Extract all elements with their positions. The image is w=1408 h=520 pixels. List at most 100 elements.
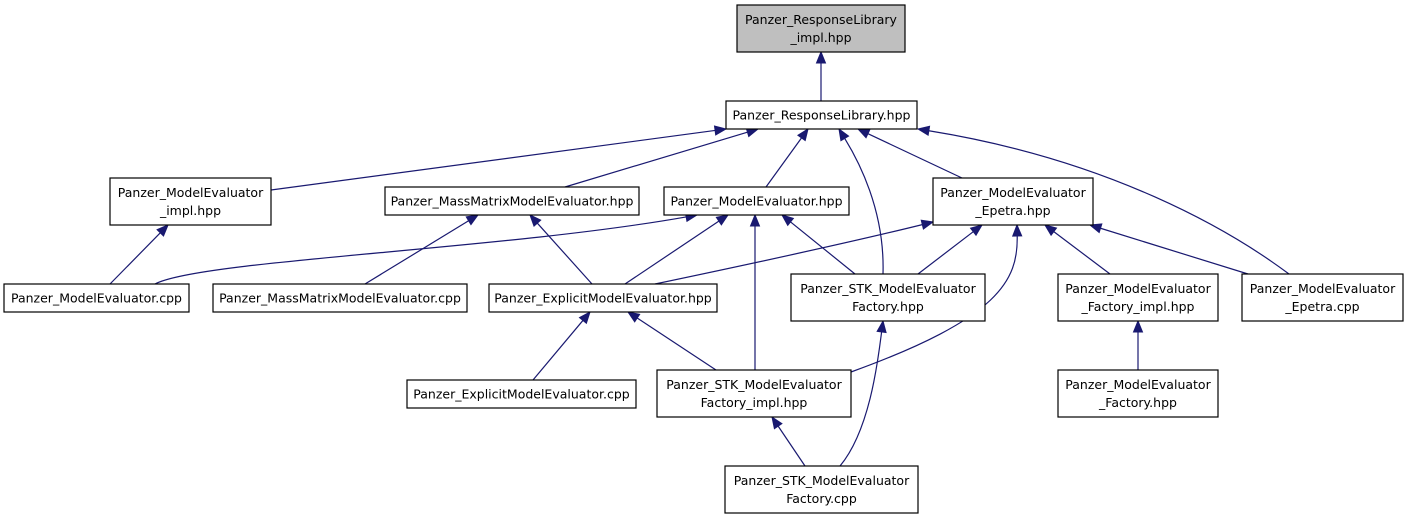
node-label: Panzer_ModelEvaluator.hpp bbox=[670, 194, 842, 209]
arrowhead bbox=[969, 224, 984, 237]
node-label: Panzer_STK_ModelEvaluator bbox=[800, 281, 976, 296]
node-box bbox=[488, 283, 718, 313]
edge-line bbox=[364, 220, 469, 285]
node-box bbox=[384, 186, 640, 216]
edge-stk_impl-to-me_ep bbox=[850, 223, 1023, 373]
edge-ep_cpp-to-rl bbox=[916, 125, 1290, 275]
node-ex-hpp[interactable]: Panzer_ExplicitModelEvaluator.hpp bbox=[488, 283, 718, 313]
edge-me_ep-to-rl bbox=[856, 128, 963, 179]
edge-stk_fac-to-rl bbox=[838, 127, 884, 275]
edge-ex_hpp-to-me_ep bbox=[654, 219, 935, 285]
edge-stk_fac-to-me_ep bbox=[917, 224, 984, 275]
node-label: _Factory.hpp bbox=[1098, 395, 1177, 410]
node-box bbox=[406, 379, 637, 409]
arrowhead bbox=[626, 311, 641, 323]
edge-fac_hpp-to-fac_impl bbox=[1132, 319, 1144, 370]
node-box bbox=[725, 100, 918, 130]
node-ep-cpp[interactable]: Panzer_ModelEvaluator_Epetra.cpp bbox=[1241, 273, 1404, 322]
edges-layer bbox=[109, 50, 1290, 467]
arrowhead bbox=[856, 128, 871, 139]
arrowhead bbox=[916, 125, 931, 137]
edge-line bbox=[624, 220, 720, 285]
edge-me_cpp-to-me_impl bbox=[109, 224, 169, 285]
node-label: Panzer_ModelEvaluator bbox=[118, 185, 264, 200]
edge-line bbox=[270, 129, 716, 191]
node-mm-hpp[interactable]: Panzer_MassMatrixModelEvaluator.hpp bbox=[384, 186, 640, 216]
node-box bbox=[736, 4, 906, 53]
node-box bbox=[1057, 369, 1219, 418]
node-box bbox=[109, 177, 272, 226]
edge-mm_hpp-to-rl bbox=[564, 127, 760, 188]
node-box bbox=[656, 369, 852, 418]
arrowhead bbox=[1088, 223, 1103, 234]
arrowhead bbox=[1043, 224, 1058, 237]
edge-line bbox=[654, 224, 923, 285]
node-me-cpp[interactable]: Panzer_ModelEvaluator.cpp bbox=[3, 283, 190, 313]
edge-line bbox=[928, 130, 1290, 275]
node-me-ep[interactable]: Panzer_ModelEvaluator _Epetra.hpp bbox=[932, 177, 1094, 226]
edge-line bbox=[536, 222, 593, 285]
edge-line bbox=[109, 232, 161, 285]
node-label: Panzer_ExplicitModelEvaluator.cpp bbox=[413, 387, 629, 402]
edge-line bbox=[636, 317, 717, 371]
edge-line bbox=[867, 133, 963, 179]
arrowhead bbox=[1011, 223, 1023, 237]
edge-stk_cpp-to-stk_impl bbox=[771, 415, 806, 467]
edge-line bbox=[917, 231, 974, 275]
arrowhead bbox=[815, 50, 827, 64]
arrowhead bbox=[771, 415, 783, 430]
edge-me_impl-to-rl bbox=[270, 125, 728, 191]
arrowhead bbox=[578, 310, 591, 325]
edge-line bbox=[564, 131, 748, 188]
node-label: Panzer_STK_ModelEvaluator bbox=[666, 377, 842, 392]
node-rl-impl: Panzer_ResponseLibrary_impl.hpp bbox=[736, 4, 906, 53]
node-label: Panzer_ResponseLibrary bbox=[745, 12, 898, 27]
node-box bbox=[1241, 273, 1404, 322]
node-label: Panzer_MassMatrixModelEvaluator.cpp bbox=[219, 291, 461, 306]
edge-fac_impl-to-me_ep bbox=[1043, 224, 1111, 275]
arrowhead bbox=[780, 214, 795, 227]
arrowhead bbox=[876, 319, 887, 334]
edge-line bbox=[1053, 231, 1111, 275]
node-label: Panzer_ModelEvaluator.cpp bbox=[11, 291, 182, 306]
edge-mm_cpp-to-mm_hpp bbox=[364, 214, 480, 285]
node-me-hpp[interactable]: Panzer_ModelEvaluator.hpp bbox=[663, 186, 850, 216]
node-rl[interactable]: Panzer_ResponseLibrary.hpp bbox=[725, 100, 918, 130]
arrowhead bbox=[920, 219, 935, 230]
edge-line bbox=[1100, 227, 1249, 275]
edge-stk_fac-to-me_hpp bbox=[780, 214, 856, 275]
edge-stk_impl-to-me_hpp bbox=[749, 213, 761, 370]
node-label: Panzer_MassMatrixModelEvaluator.hpp bbox=[391, 194, 634, 209]
edge-stk_cpp-to-stk_fac bbox=[839, 319, 887, 467]
node-fac-impl[interactable]: Panzer_ModelEvaluator_Factory_impl.hpp bbox=[1057, 273, 1219, 322]
node-label: Factory.hpp bbox=[852, 299, 924, 314]
nodes-layer: Panzer_ResponseLibrary_impl.hppPanzer_Re… bbox=[3, 4, 1404, 514]
arrowhead bbox=[797, 127, 809, 142]
node-label: _Factory_impl.hpp bbox=[1081, 299, 1195, 314]
edge-line bbox=[839, 331, 883, 467]
edge-ex_hpp-to-me_hpp bbox=[624, 214, 730, 285]
node-box bbox=[212, 283, 468, 313]
node-label: Panzer_ModelEvaluator bbox=[1065, 377, 1211, 392]
edge-line bbox=[777, 425, 806, 467]
node-fac-hpp[interactable]: Panzer_ModelEvaluator _Factory.hpp bbox=[1057, 369, 1219, 418]
arrowhead bbox=[156, 224, 169, 237]
node-ex-cpp[interactable]: Panzer_ExplicitModelEvaluator.cpp bbox=[406, 379, 637, 409]
arrowhead bbox=[465, 214, 480, 226]
arrowhead bbox=[713, 125, 728, 136]
arrowhead bbox=[838, 127, 850, 142]
node-label: _Epetra.hpp bbox=[974, 203, 1050, 218]
node-mm-cpp[interactable]: Panzer_MassMatrixModelEvaluator.cpp bbox=[212, 283, 468, 313]
node-label: Panzer_ModelEvaluator bbox=[940, 185, 1086, 200]
node-label: _impl.hpp bbox=[159, 203, 221, 218]
edge-ex_cpp-to-ex_hpp bbox=[532, 310, 591, 381]
node-label: _Epetra.cpp bbox=[1284, 299, 1359, 314]
node-label: Factory.cpp bbox=[786, 491, 857, 506]
node-stk-impl[interactable]: Panzer_STK_ModelEvaluatorFactory_impl.hp… bbox=[656, 369, 852, 418]
arrowhead bbox=[715, 214, 730, 226]
node-box bbox=[724, 465, 919, 514]
node-me-impl[interactable]: Panzer_ModelEvaluator _impl.hpp bbox=[109, 177, 272, 226]
